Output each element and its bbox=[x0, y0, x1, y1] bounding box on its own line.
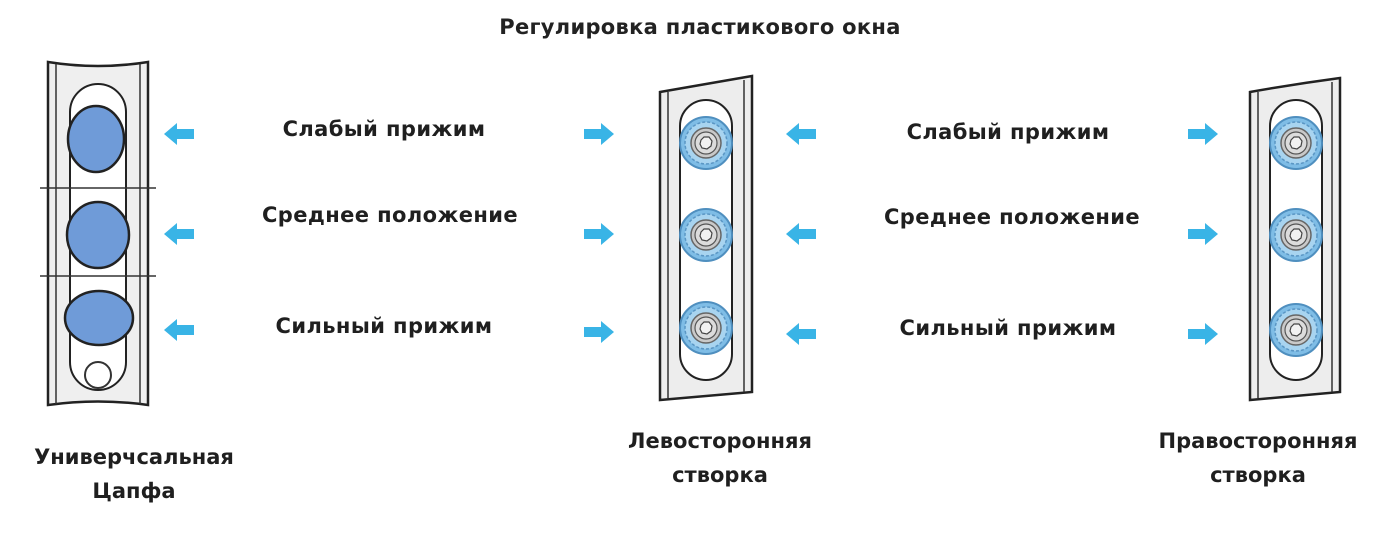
caption-line: Универчсальная bbox=[34, 445, 234, 469]
label-middle-position: Среднее положение bbox=[883, 205, 1141, 229]
caption-left-sash: Левосторонняя створка bbox=[628, 424, 812, 492]
arrow-left-icon bbox=[786, 323, 816, 345]
arrow-left-icon bbox=[786, 123, 816, 145]
label-weak-pressure: Слабый прижим bbox=[282, 117, 486, 141]
arrow-right-icon bbox=[1188, 223, 1218, 245]
arrow-right-icon bbox=[1188, 323, 1218, 345]
caption-line: Левосторонняя bbox=[628, 429, 812, 453]
arrow-right-icon bbox=[584, 321, 614, 343]
trunnion-oval-strong bbox=[63, 289, 135, 347]
arrow-left-icon bbox=[164, 123, 194, 145]
arrow-left-icon bbox=[786, 223, 816, 245]
page-title: Регулировка пластикового окна bbox=[499, 15, 901, 39]
label-strong-pressure: Сильный прижим bbox=[899, 316, 1117, 340]
arrow-right-icon bbox=[584, 123, 614, 145]
arrow-right-icon bbox=[584, 223, 614, 245]
caption-line: Цапфа bbox=[92, 479, 176, 503]
trunnion-oval-middle bbox=[65, 200, 131, 270]
left-sash-cam-middle bbox=[679, 208, 733, 262]
caption-universal-trunnion: Универчсальная Цапфа bbox=[34, 440, 234, 508]
label-strong-pressure: Сильный прижим bbox=[275, 314, 493, 338]
caption-line: створка bbox=[672, 463, 768, 487]
left-sash-cam-strong bbox=[679, 301, 733, 355]
arrow-right-icon bbox=[1188, 123, 1218, 145]
arrow-left-icon bbox=[164, 223, 194, 245]
right-sash-cam-weak bbox=[1269, 116, 1323, 170]
label-middle-position: Среднее положение bbox=[261, 203, 519, 227]
right-sash-cam-middle bbox=[1269, 208, 1323, 262]
caption-right-sash: Правосторонняя створка bbox=[1159, 424, 1358, 492]
left-sash-cam-weak bbox=[679, 116, 733, 170]
trunnion-oval-weak bbox=[66, 104, 126, 174]
caption-line: Правосторонняя bbox=[1158, 429, 1358, 453]
caption-line: створка bbox=[1210, 463, 1306, 487]
right-sash-cam-strong bbox=[1269, 303, 1323, 357]
label-weak-pressure: Слабый прижим bbox=[906, 120, 1110, 144]
arrow-left-icon bbox=[164, 319, 194, 341]
